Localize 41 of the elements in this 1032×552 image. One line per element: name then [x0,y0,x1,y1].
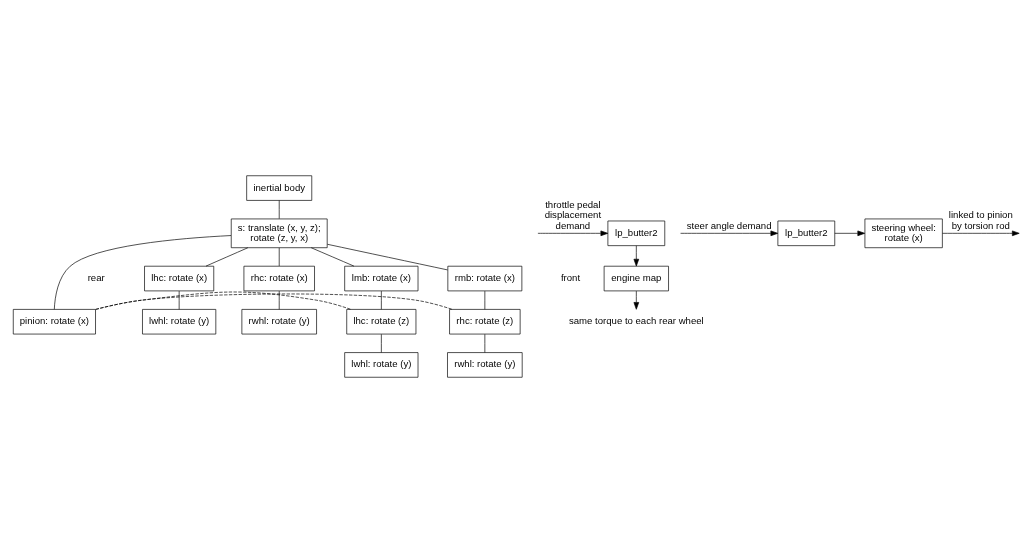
node-box: rwhl: rotate (y) [446,351,523,378]
connector [94,293,453,310]
node-box: lmb: rotate (x) [343,265,418,291]
connector [484,290,485,310]
arrow [679,230,778,236]
node-box: lp_butter2 [607,220,665,246]
edge-label: throttle pedal displacement demand [544,198,601,231]
node-box: rhc: rotate (z) [448,308,520,334]
arrow [537,230,608,236]
arrow [834,230,865,236]
node-box: lwhl: rotate (y) [141,308,216,334]
node-box: lhc: rotate (z) [345,308,416,334]
node-box: lp_butter2 [777,220,835,246]
connector [380,290,382,310]
connector [278,199,280,219]
edge-label: steer angle demand [686,219,771,231]
connector [310,246,354,266]
arrow [633,244,639,266]
node-box: rmb: rotate (x) [447,265,522,291]
connector [326,243,448,270]
node-box: steering wheel: rotate (x) [864,218,943,248]
edge-label: linked to pinion by torsion rod [948,208,1013,231]
connector [484,333,485,353]
node-box: inertial body [245,174,312,201]
node-text: same torque to each rear wheel [568,314,704,326]
arrow [941,230,1020,236]
node-box: s: translate (x, y, z); rotate (z, y, x) [230,218,328,248]
connector [278,290,280,310]
arrow [633,290,639,310]
node-box: lwhl: rotate (y) [343,351,418,378]
connector [178,290,179,310]
connector [53,234,231,310]
node-box: pinion: rotate (x) [12,308,96,334]
node-box: lhc: rotate (x) [143,265,214,291]
connector [380,333,382,353]
node-box: engine map [603,265,669,291]
label: rear [87,271,105,283]
label: front [560,271,580,283]
connector [205,246,248,266]
node-box: rwhl: rotate (y) [241,308,317,334]
node-box: rhc: rotate (x) [243,265,315,291]
